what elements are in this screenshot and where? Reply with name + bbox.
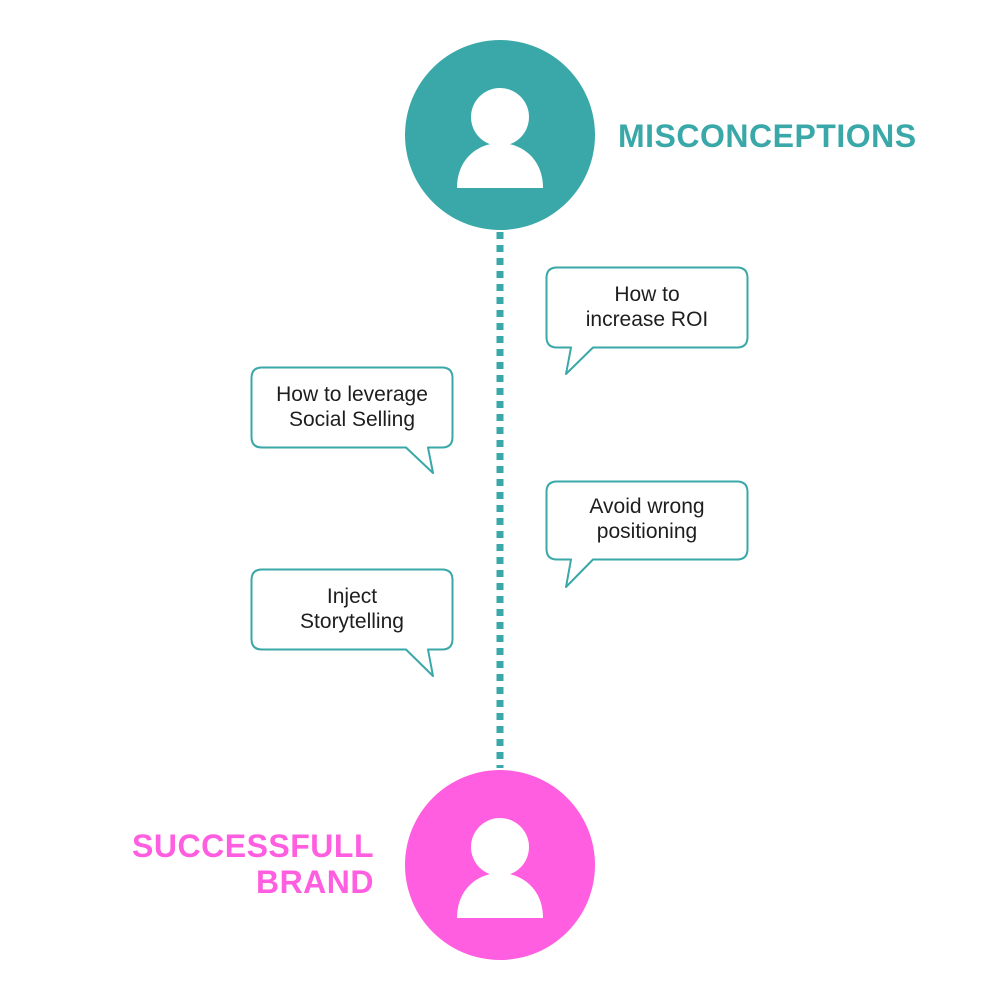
speech-bubble-shape <box>250 568 454 677</box>
bottom-node-label: SUCCESSFULL BRAND <box>132 828 374 900</box>
top-node-circle <box>405 40 595 230</box>
speech-bubble: How to leverage Social Selling <box>250 366 454 478</box>
bubble-text: Avoid wrong positioning <box>589 495 705 543</box>
bottom-node-circle <box>405 770 595 960</box>
bubble-text: How to leverage Social Selling <box>276 383 428 431</box>
bubble-text: How to increase ROI <box>585 283 709 331</box>
speech-bubble: How to increase ROI <box>545 266 749 378</box>
speech-bubble-shape <box>545 480 749 588</box>
person-icon <box>405 40 595 230</box>
top-node-label: MISCONCEPTIONS <box>618 118 917 154</box>
speech-bubble: Avoid wrong positioning <box>545 480 749 592</box>
speech-bubble-shape <box>545 266 749 375</box>
bubble-text: Inject Storytelling <box>300 585 404 633</box>
speech-bubble: Inject Storytelling <box>250 568 454 680</box>
speech-bubble-shape <box>250 366 454 474</box>
dotted-connector <box>496 232 504 768</box>
person-icon <box>405 770 595 960</box>
